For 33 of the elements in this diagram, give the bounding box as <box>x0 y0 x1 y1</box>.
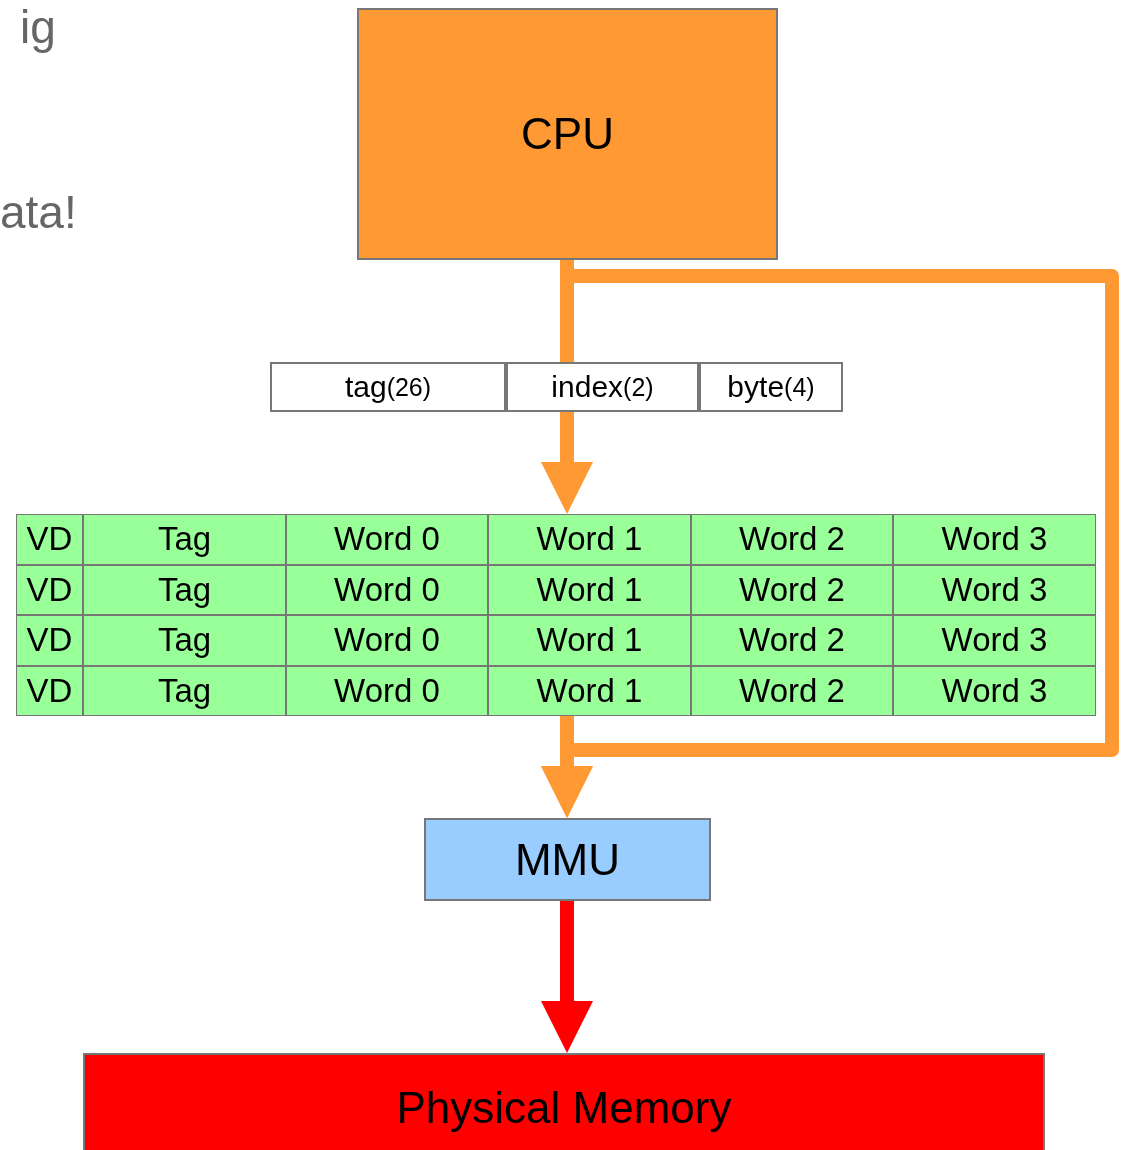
cache-table <box>16 514 1096 716</box>
table-cell: Word 1 <box>488 514 691 565</box>
process-box: CPU <box>357 8 778 260</box>
table-cell: Tag <box>83 564 286 615</box>
table-cell: Word 1 <box>488 665 691 716</box>
slide-text: ig <box>20 0 56 54</box>
table-cell: Word 3 <box>893 514 1096 565</box>
table-cell: Tag <box>83 615 286 666</box>
table-cell: VD <box>16 665 83 716</box>
table-cell: Tag <box>83 665 286 716</box>
table-cell: VD <box>16 564 83 615</box>
table-cell: Word 0 <box>286 564 488 615</box>
table-cell: Word 0 <box>286 615 488 666</box>
table-cell: Word 0 <box>286 514 488 565</box>
table-cell: Word 2 <box>691 514 893 565</box>
table-cell: Word 0 <box>286 665 488 716</box>
table-cell: Word 3 <box>893 615 1096 666</box>
table-cell: Word 3 <box>893 564 1096 615</box>
process-box: MMU <box>424 818 711 901</box>
table-cell: VD <box>16 615 83 666</box>
table-cell: Tag <box>83 514 286 565</box>
table-cell: Word 1 <box>488 564 691 615</box>
table-cell: Word 2 <box>691 564 893 615</box>
arrow <box>541 901 593 1053</box>
memory-box: Physical Memory <box>83 1053 1045 1150</box>
table-cell: Word 3 <box>893 665 1096 716</box>
arrow <box>541 716 593 818</box>
arrow <box>541 412 593 514</box>
slide-text: ata! <box>0 185 77 239</box>
table-cell: VD <box>16 514 83 565</box>
table-cell: Word 2 <box>691 665 893 716</box>
table-cell: Word 2 <box>691 615 893 666</box>
table-cell: Word 1 <box>488 615 691 666</box>
